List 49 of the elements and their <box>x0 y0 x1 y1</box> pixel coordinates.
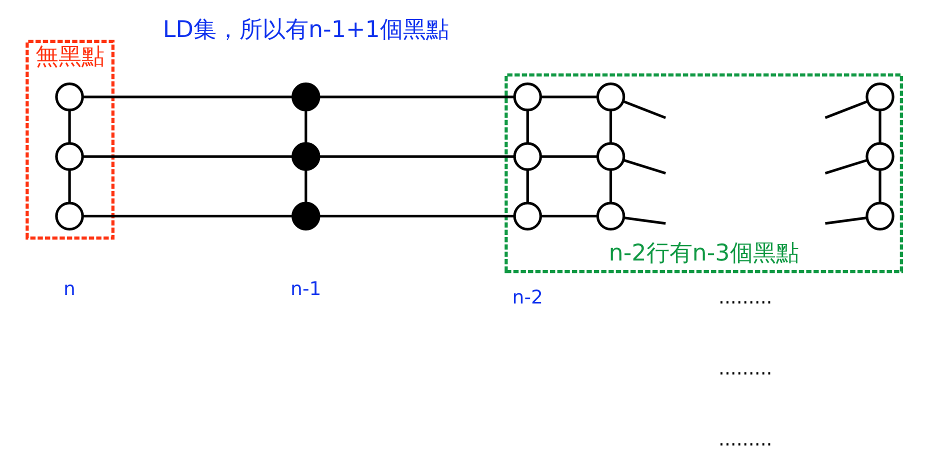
connector <box>68 110 70 144</box>
connector <box>82 96 292 98</box>
cluster: 無黑點 <box>25 40 114 240</box>
node-circle <box>596 142 625 171</box>
connector <box>540 214 598 218</box>
node-circle <box>596 82 625 112</box>
node-circle <box>596 202 625 230</box>
connector <box>824 216 867 225</box>
connector <box>68 170 70 203</box>
connector <box>526 170 528 203</box>
connector <box>622 100 666 119</box>
label: LD集，所以有n-1+1個黑點 <box>162 16 448 43</box>
label: ......... <box>718 287 772 308</box>
node-circle <box>865 142 894 171</box>
connector <box>608 170 612 203</box>
node-circle <box>54 202 84 230</box>
connector <box>824 100 868 119</box>
node-circle <box>54 82 84 112</box>
connector <box>82 155 292 158</box>
label: ......... <box>718 430 772 451</box>
connector <box>878 170 881 203</box>
node-circle <box>865 202 894 230</box>
node-circle <box>54 142 84 171</box>
connector <box>608 110 612 144</box>
connector <box>623 216 666 225</box>
connector <box>304 110 307 144</box>
connector <box>540 155 598 158</box>
node-circle <box>291 82 320 112</box>
node-circle <box>512 142 542 171</box>
label: n-1 <box>290 278 321 300</box>
node-circle <box>512 82 542 112</box>
node-circle <box>865 82 894 112</box>
node-circle <box>291 202 320 230</box>
node-circle <box>291 142 320 171</box>
label: n-2 <box>512 287 542 308</box>
label: ......... <box>718 358 772 380</box>
label: n <box>63 278 76 300</box>
node-circle <box>512 202 542 230</box>
connector <box>526 110 528 144</box>
connector <box>540 96 598 98</box>
connector <box>622 158 666 174</box>
cluster: n-2行有n-3個黑點 <box>504 73 903 274</box>
connector <box>304 170 307 203</box>
connector <box>878 110 881 144</box>
connector <box>318 96 514 98</box>
connector <box>318 214 514 218</box>
connector <box>318 155 514 158</box>
connector <box>82 214 292 218</box>
connector <box>824 158 868 174</box>
